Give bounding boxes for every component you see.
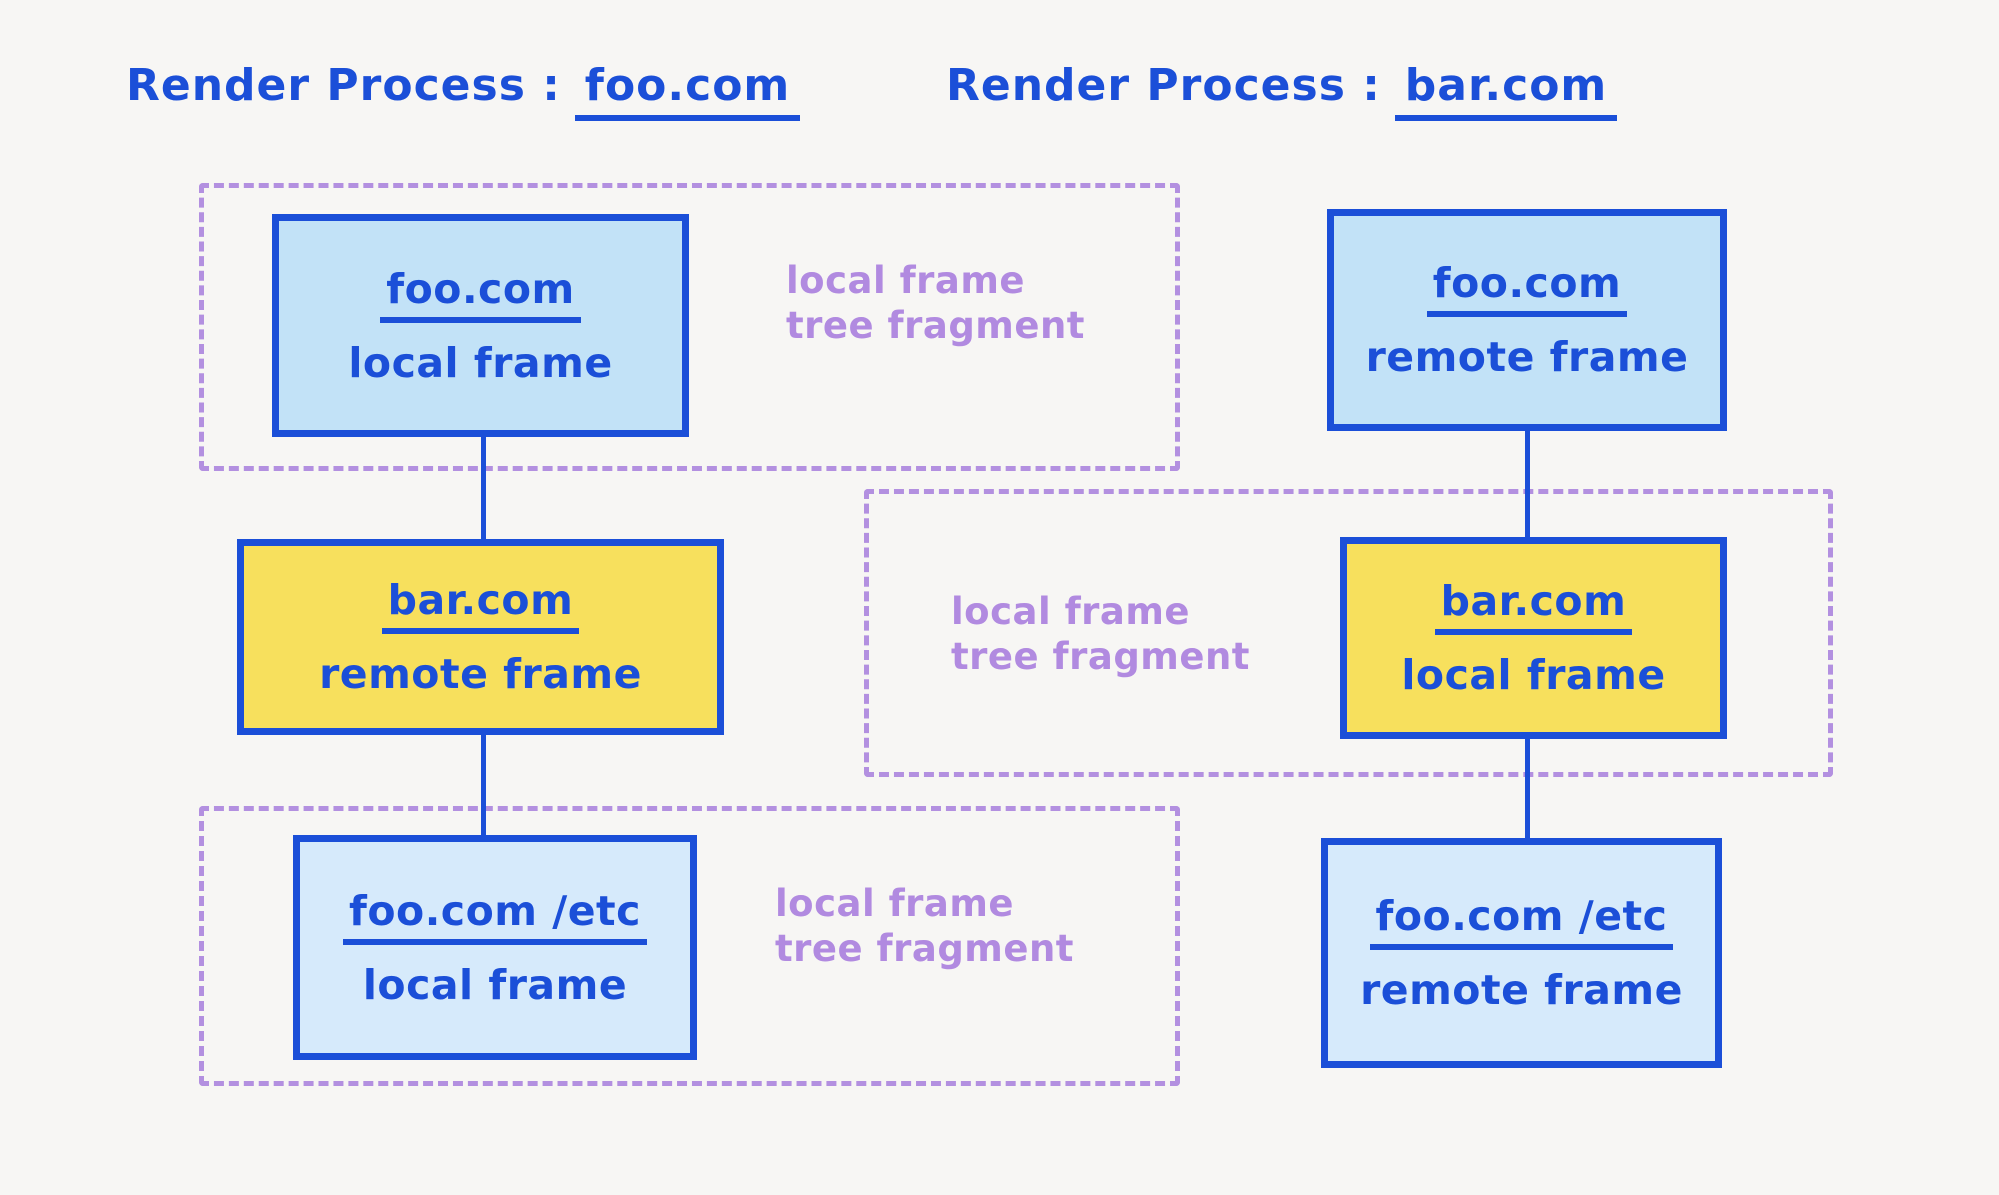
frame-kind-left-1: local frame <box>348 338 613 387</box>
connector-left-2 <box>481 732 486 836</box>
fragment-region-left-top <box>199 183 1180 471</box>
frame-origin-right-1: foo.com <box>1426 259 1628 317</box>
process-title-left: Render Process : foo.com <box>126 46 809 121</box>
fragment-caption-left-bottom: local frame tree fragment <box>775 882 1074 971</box>
frame-origin-right-3: foo.com /etc <box>1369 892 1674 950</box>
frame-kind-right-2: local frame <box>1401 651 1666 699</box>
process-title-left-label: Render Process : <box>126 60 561 111</box>
process-title-right-label: Render Process : <box>946 60 1381 111</box>
fragment-caption-center: local frame tree fragment <box>951 590 1250 679</box>
frame-box-left-3[interactable]: foo.com /etc local frame <box>293 835 697 1060</box>
frame-origin-right-2: bar.com <box>1434 577 1633 635</box>
fragment-region-center <box>864 489 1833 777</box>
frame-origin-left-2: bar.com <box>381 576 580 634</box>
fragment-region-left-bottom <box>199 806 1180 1086</box>
connector-right-2 <box>1525 736 1530 840</box>
frame-box-right-2[interactable]: bar.com local frame <box>1340 537 1727 739</box>
process-title-right: Render Process : bar.com <box>946 46 1625 121</box>
frame-kind-left-3: local frame <box>362 960 628 1009</box>
frame-box-right-1[interactable]: foo.com remote frame <box>1327 209 1727 431</box>
fragment-caption-left-top: local frame tree fragment <box>786 259 1085 348</box>
process-title-right-host: bar.com <box>1390 46 1625 121</box>
frame-box-right-3[interactable]: foo.com /etc remote frame <box>1321 838 1722 1068</box>
frame-box-left-2[interactable]: bar.com remote frame <box>237 539 724 735</box>
connector-right-1 <box>1525 430 1530 540</box>
frame-kind-right-1: remote frame <box>1365 333 1689 381</box>
frame-origin-left-3: foo.com /etc <box>343 887 647 945</box>
connector-left-1 <box>481 436 486 542</box>
frame-box-left-1[interactable]: foo.com local frame <box>272 214 689 437</box>
frame-origin-left-1: foo.com <box>380 265 581 323</box>
process-title-left-host: foo.com <box>570 46 809 121</box>
frame-kind-left-2: remote frame <box>319 650 642 698</box>
frame-kind-right-3: remote frame <box>1360 966 1683 1014</box>
